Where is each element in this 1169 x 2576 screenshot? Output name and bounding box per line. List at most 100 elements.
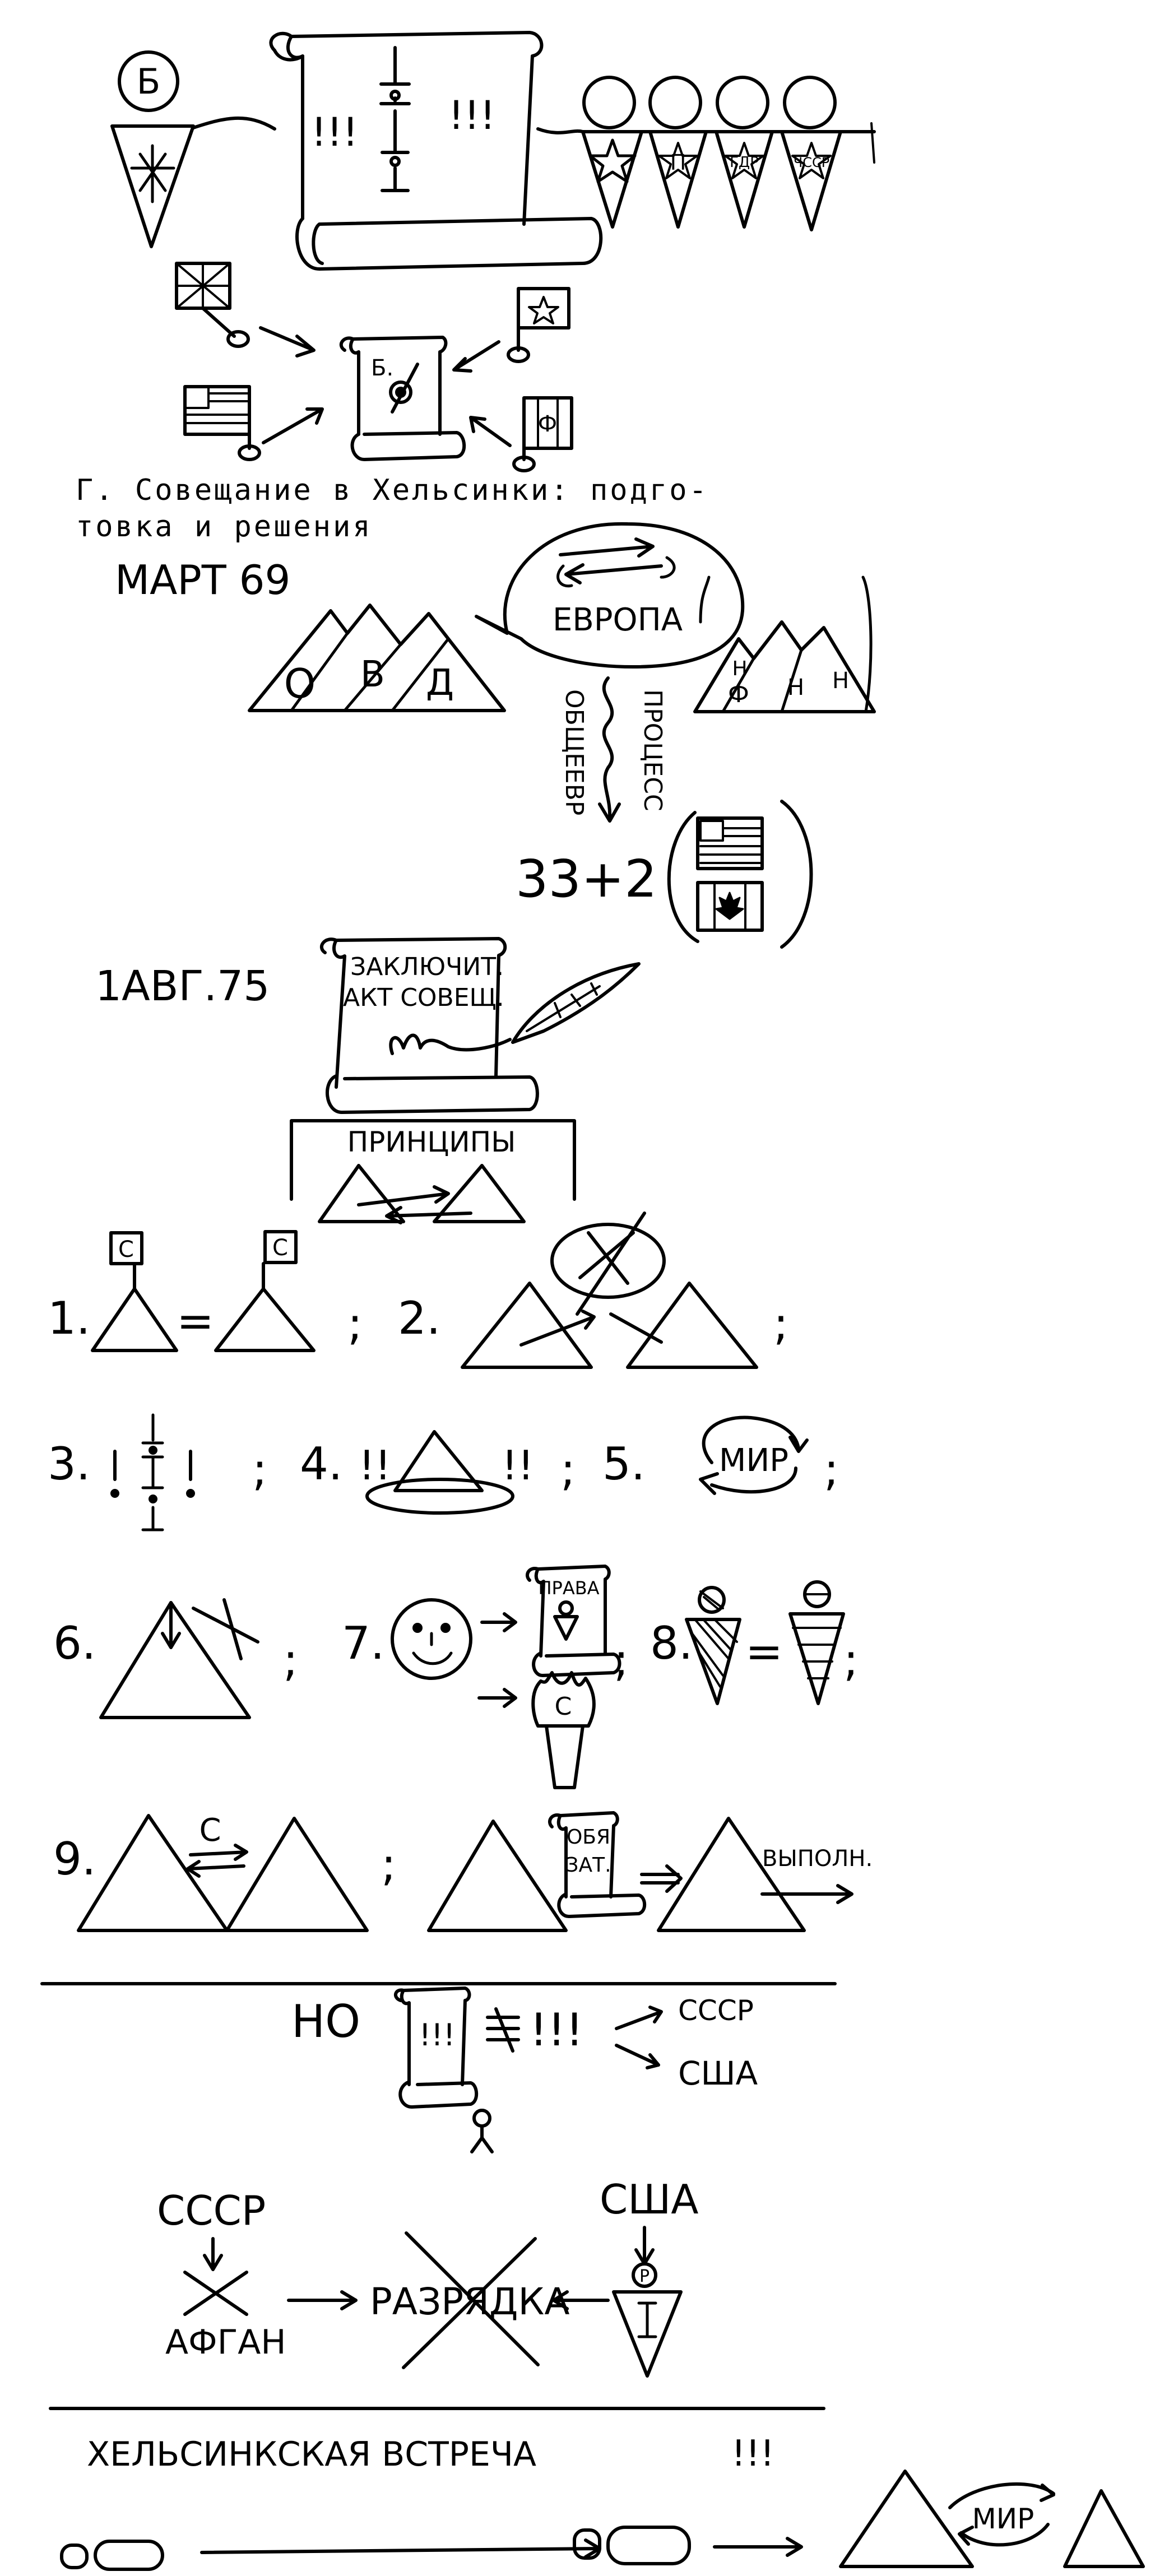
quill-icon: [511, 962, 641, 1044]
nato-mountains: [693, 620, 876, 713]
obligations-scroll: [548, 1811, 619, 1899]
final-act-line2: АКТ СОВЕЩ.: [343, 983, 504, 1012]
obligations-line2: ЗАТ.: [565, 1854, 611, 1877]
flag-base: [507, 346, 530, 363]
arrow-left: [564, 563, 663, 584]
flag-c: С: [272, 1235, 288, 1261]
flag-canada: [696, 881, 764, 932]
meeting-title: ХЕЛЬСИНКСКАЯ ВСТРЕЧА: [87, 2435, 536, 2474]
pennant-cssr: [780, 130, 842, 231]
flag-base: [238, 444, 261, 461]
final-act-line1: ЗАКЛЮЧИТ.: [350, 953, 504, 981]
but-ussr: СССР: [678, 1994, 754, 2027]
pan-european-word: ОБЩЕЕВР: [560, 689, 588, 815]
separator: ;: [773, 1298, 788, 1350]
divide-symbol: [141, 1413, 164, 1531]
afghan-pennant: [612, 2290, 683, 2378]
footprint-icon: [606, 2526, 691, 2565]
meeting-exclaim: !!!: [731, 2433, 774, 2475]
num-6: 6.: [53, 1617, 96, 1669]
num-1: 1.: [48, 1292, 90, 1344]
num-9: 9.: [53, 1833, 96, 1885]
final-act-scroll: [320, 937, 507, 1078]
arrow: [259, 326, 316, 358]
nn-n2: Н: [787, 675, 804, 700]
flag-f: [522, 396, 573, 450]
exclaim-right: !!: [502, 1442, 534, 1489]
triangle: [461, 1282, 593, 1369]
num-7: 7.: [342, 1617, 384, 1669]
star-icon: [588, 138, 637, 183]
equals: =: [177, 1295, 214, 1347]
scroll-exclaim-right: !!!: [448, 92, 495, 138]
but-label: НО: [291, 1995, 360, 2048]
nn-n: Н: [732, 657, 747, 680]
footprint-icon: [573, 2528, 601, 2560]
bracket-right: [780, 800, 813, 949]
num-5: 5.: [602, 1438, 645, 1490]
bracket-left: [667, 811, 699, 943]
flag-us: [183, 385, 251, 436]
nn-f: Ф: [728, 680, 749, 708]
europe-bubble: [475, 522, 745, 669]
signature: [389, 1033, 512, 1055]
arrow: [469, 416, 512, 447]
divide-symbol: [379, 46, 411, 192]
num-3: 3.: [48, 1438, 90, 1490]
pennant-row: П ГДР ЧССР: [581, 76, 875, 231]
ovd-d: Д: [426, 662, 454, 704]
principles-box: [290, 1119, 576, 1201]
separator: ;: [347, 1298, 363, 1350]
torch-flame-icon: [531, 1671, 596, 1728]
footprint-icon: [60, 2543, 89, 2569]
afghan-label: АФГАН: [165, 2323, 286, 2362]
afghan-pennant-r: Р: [639, 2267, 650, 2286]
cross-icon: [130, 144, 175, 203]
aug-section: 1АВГ.75 ЗАКЛЮЧИТ. АКТ СОВЕЩ. ПРИНЦИПЫ: [95, 937, 641, 1224]
pennant-p: [648, 130, 708, 229]
star-icon: [658, 142, 698, 179]
arrow-right: [559, 537, 655, 558]
count-33-2: 33+2: [516, 849, 657, 909]
separator: ;: [283, 1634, 298, 1686]
arrow-c-label: С: [199, 1812, 221, 1849]
arrow: [262, 407, 324, 444]
pennant-b-label: Б: [137, 61, 161, 102]
triangle: [657, 1817, 806, 1932]
num-8: 8.: [650, 1617, 693, 1669]
triangle: [393, 1430, 484, 1492]
flag-c: С: [118, 1237, 134, 1263]
but-usa: США: [678, 2054, 758, 2092]
but-section: НО !!! !!! СССР США: [291, 1986, 758, 2153]
triangle: [99, 1601, 251, 1719]
not-equal-symbol: [486, 2007, 520, 2053]
triangle: [433, 1164, 526, 1223]
section-caption-line2: товка и решения: [76, 510, 373, 544]
equals: =: [745, 1626, 783, 1678]
circle-b: [118, 50, 179, 112]
flag-f-label: Ф: [538, 411, 557, 437]
star-icon: [724, 142, 764, 179]
mini-scroll-label: Б.: [371, 355, 393, 381]
principles-list: 1. С = С ; 2. ; 3. ; 4. !! !! ; 5. МИР ;: [40, 1212, 873, 1985]
march-date: МАРТ 69: [115, 556, 290, 604]
star-icon: [791, 142, 832, 179]
detente-cross: [402, 2231, 540, 2369]
but-scroll: [394, 1986, 471, 2086]
afghan-section: СССР АФГАН РАЗРЯДКА США Р: [49, 2176, 825, 2410]
afghan-ussr: СССР: [157, 2187, 266, 2234]
flag-star: [517, 287, 570, 329]
footprint-icon: [94, 2540, 164, 2571]
triangle: [626, 1282, 758, 1369]
wavy-arrow: [598, 676, 621, 823]
big-scroll: !!! !!!: [269, 31, 603, 271]
long-arrow: [200, 2538, 601, 2559]
separator: ;: [843, 1634, 859, 1686]
ovd-v: В: [360, 654, 385, 695]
top-section: Б !!! !!!: [110, 31, 876, 472]
arrow: [452, 340, 500, 373]
separator: ;: [252, 1444, 267, 1496]
section-caption-line1: Г. Совещание в Хельсинки: подго-: [76, 474, 709, 507]
pennant-left: [110, 124, 195, 248]
